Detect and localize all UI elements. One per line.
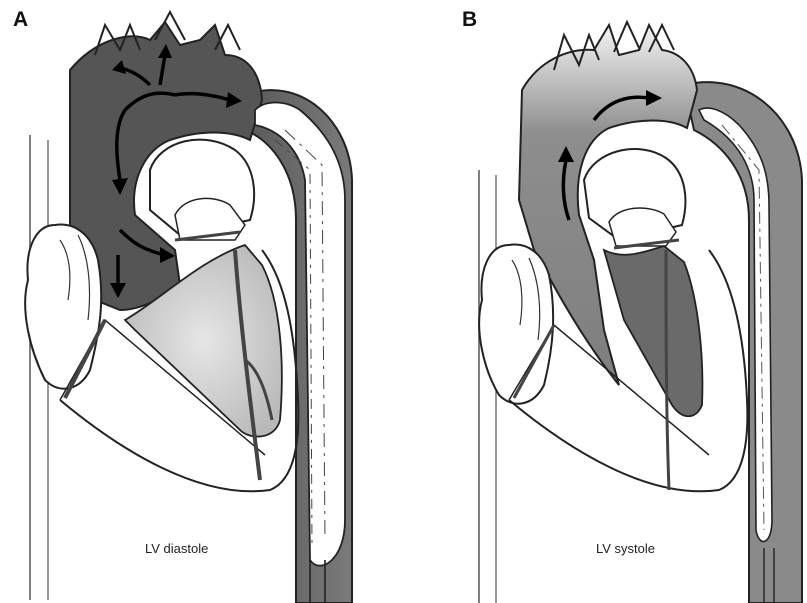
left-ventricle [604,246,702,416]
descending-aorta [684,82,802,603]
panel-label: B [462,8,477,32]
head-vessels [614,22,640,52]
panel-caption: LV diastole [145,541,208,556]
panel-a: A LV diastole [0,0,404,603]
diastole-illustration [0,0,404,603]
systole-illustration [404,0,807,603]
panel-label: A [13,8,28,32]
right-atrium [25,225,101,389]
panel-b: B LV systole [404,0,807,603]
panel-caption: LV systole [596,541,655,556]
